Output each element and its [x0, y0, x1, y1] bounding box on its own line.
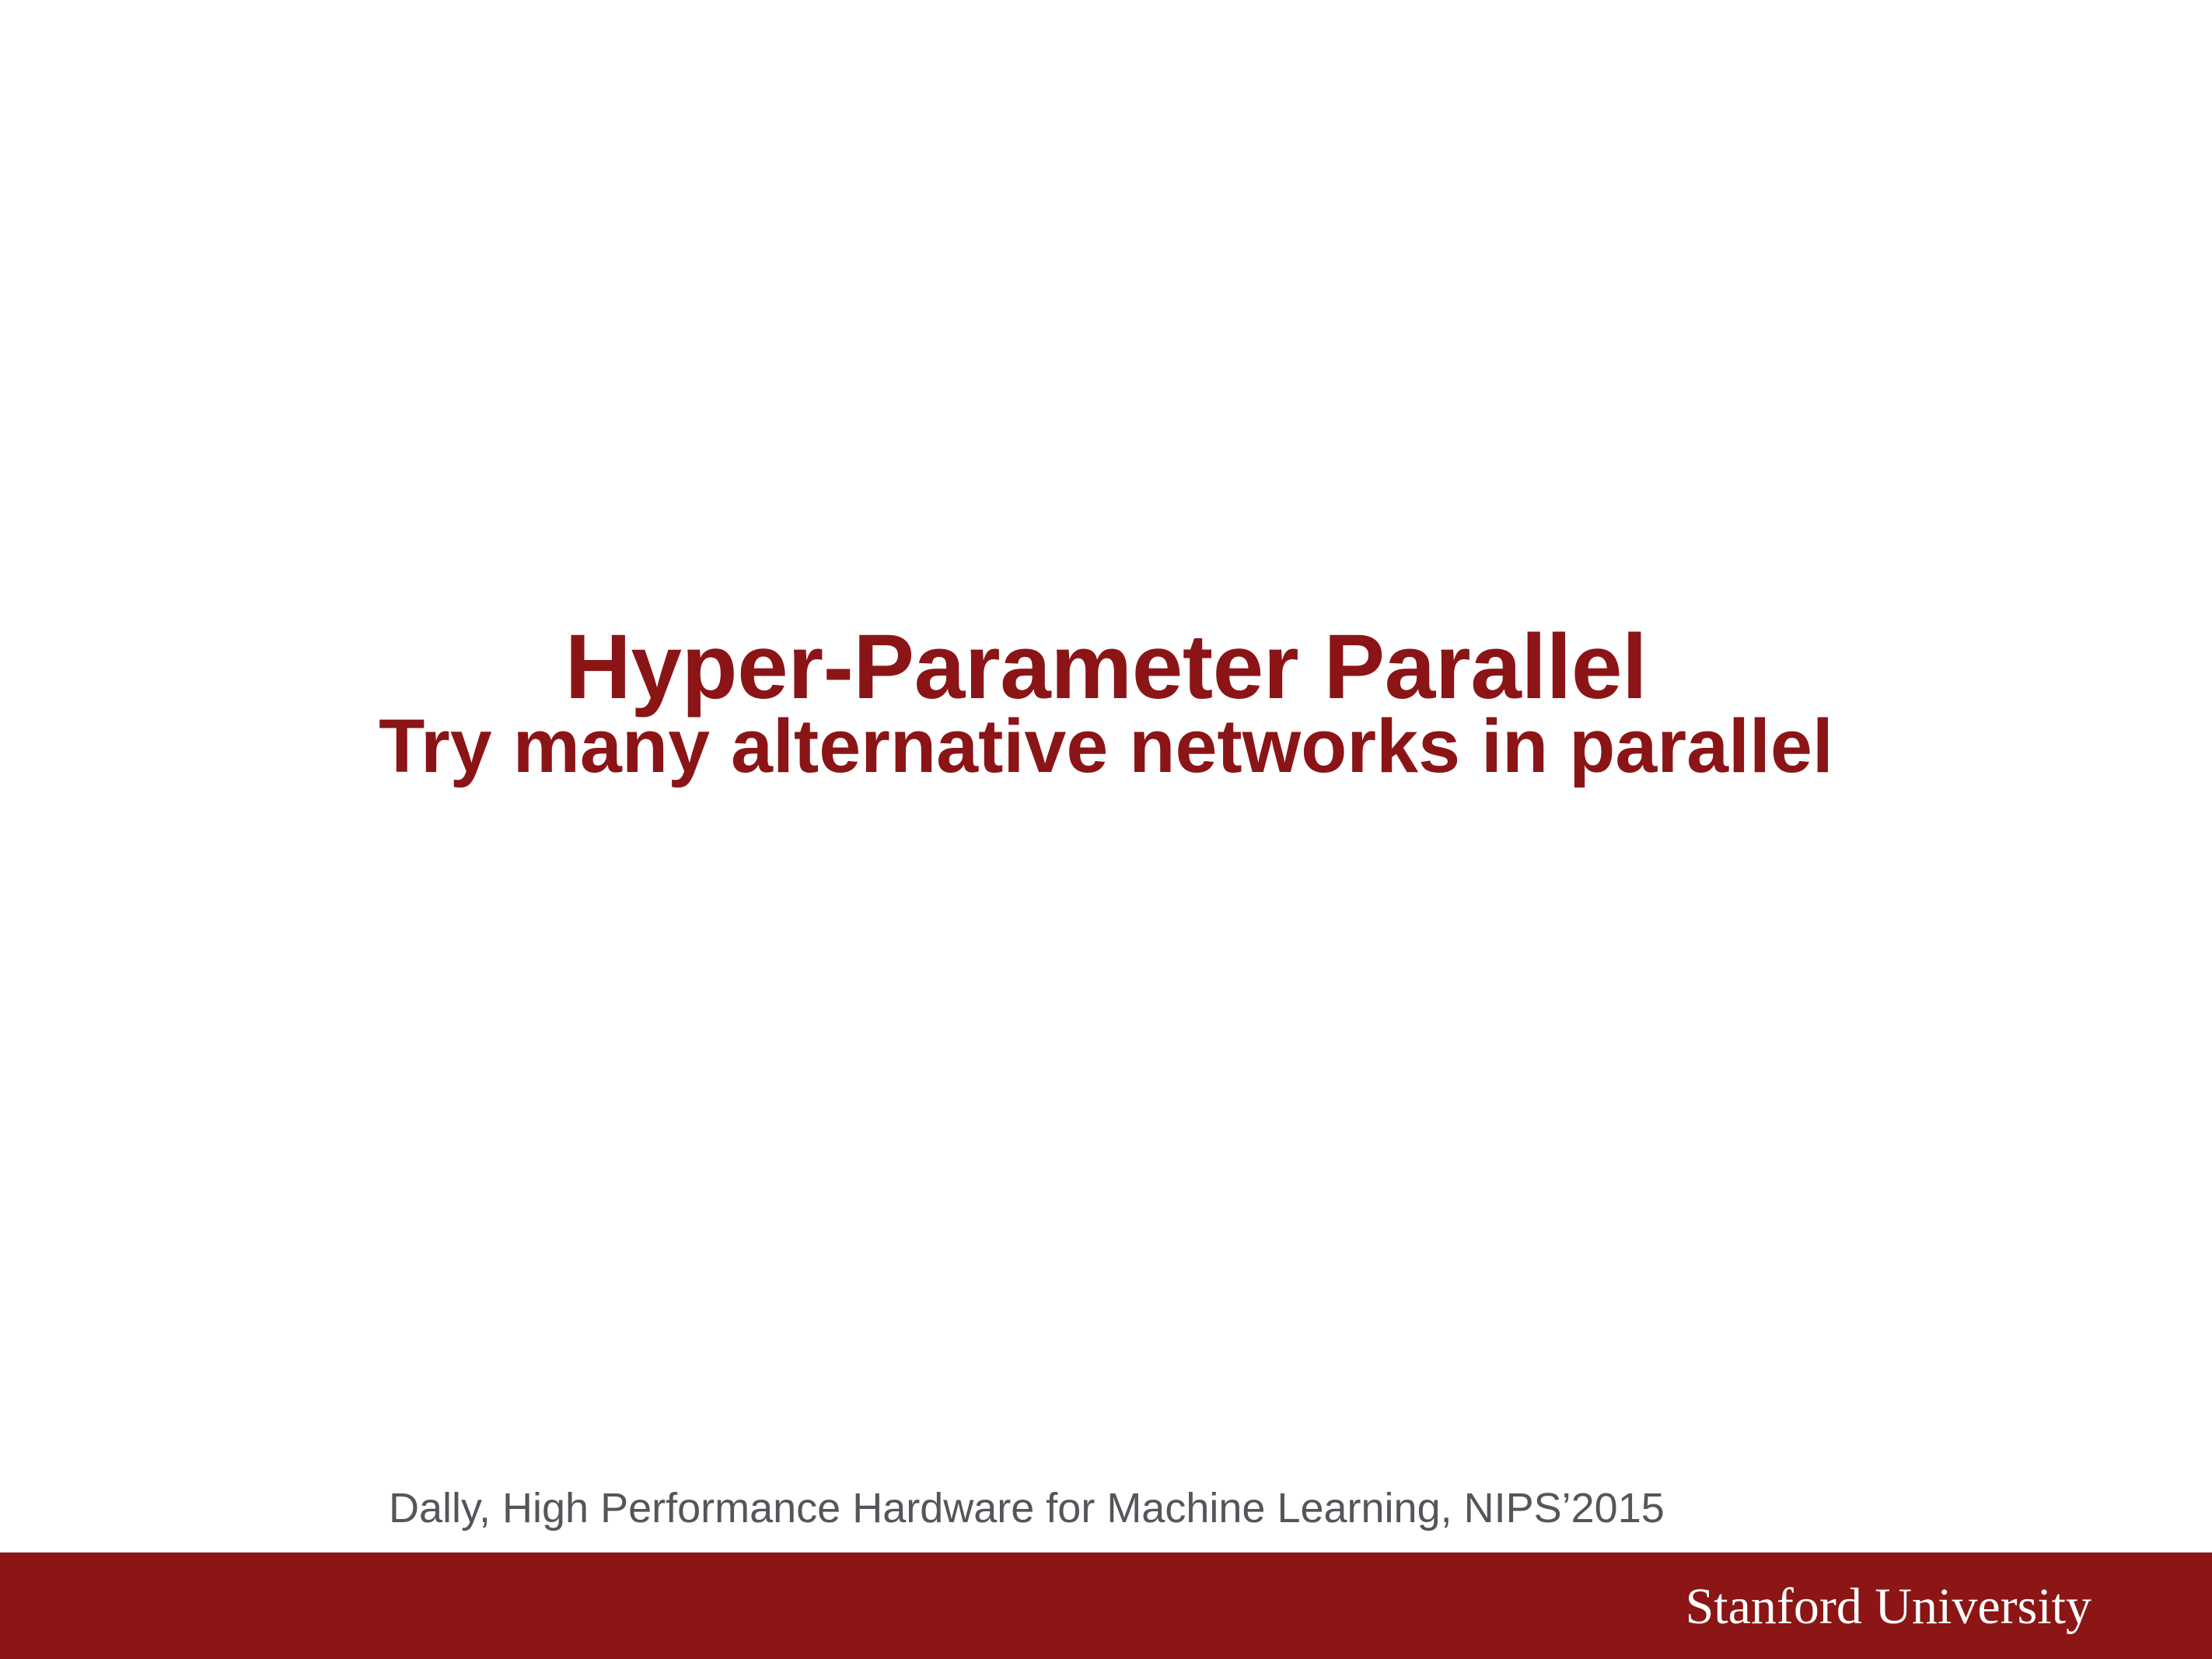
footer-bar: Stanford University [0, 1552, 2212, 1659]
slide-subtitle: Try many alternative networks in paralle… [379, 704, 1833, 788]
slide-title: Hyper-Parameter Parallel [564, 616, 1648, 718]
stanford-logo: Stanford University [1685, 1578, 2091, 1635]
title-block: Hyper-Parameter Parallel Try many altern… [0, 614, 2212, 790]
citation-text: Dally, High Performance Hardware for Mac… [389, 1485, 1665, 1532]
